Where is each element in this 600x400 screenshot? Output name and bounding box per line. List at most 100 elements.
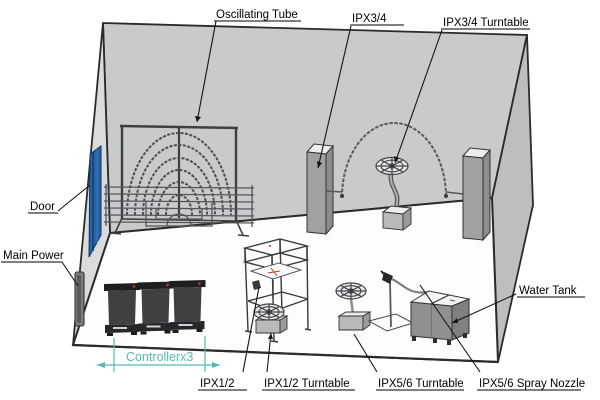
leader-arrow (268, 333, 273, 339)
controller-connector-row (113, 327, 127, 329)
controller-body (141, 288, 170, 324)
controller-body (173, 287, 202, 322)
nozzle-tip (380, 270, 387, 277)
leader-arrow (394, 156, 399, 163)
main-power-panel (74, 271, 85, 327)
dripbox-foot (270, 340, 279, 343)
turntable-base-side (362, 311, 371, 331)
dripbox-midrail (247, 291, 283, 302)
ipx34-pillar-left (305, 143, 335, 236)
label-ipx56-spray-nozzle: IPX5/6 Spray Nozzle (479, 378, 585, 390)
frame-foot-left (109, 232, 122, 235)
leader-ipx56-spray-nozzle (419, 284, 481, 373)
wheel-hub (348, 288, 354, 294)
ipx56-turntable (335, 282, 372, 331)
leader-ipx12 (242, 286, 260, 373)
controllers (104, 280, 206, 336)
turntable-base-front (382, 211, 404, 231)
label-oscillating-tube: Oscillating Tube (216, 9, 298, 21)
controller-body (108, 290, 136, 325)
label-main-power: Main Power (3, 250, 64, 262)
tube-arc (150, 169, 208, 216)
label-door: Door (30, 201, 55, 213)
leader-main-power (61, 261, 79, 287)
turntable-wheel (253, 303, 285, 321)
controller-foot (140, 331, 147, 335)
pillar-front (462, 155, 484, 241)
leader-arrow (452, 318, 458, 323)
dimension-arrow-right (212, 362, 220, 368)
controller-dimension-label: Controllerx3 (126, 350, 193, 364)
controller-indicator (198, 282, 201, 285)
tube-arc (142, 157, 216, 216)
turntable-base-front (338, 315, 364, 331)
door-panel (88, 145, 102, 258)
leader-water-tank (451, 293, 517, 324)
pipe-line (103, 200, 255, 203)
label-ipx12-turntable: IPX1/2 Turntable (264, 378, 350, 390)
arch-end-right (444, 194, 448, 198)
controller-unit (169, 280, 206, 333)
controller-top (104, 283, 140, 291)
pipe-line (103, 207, 255, 210)
controller-top (169, 280, 206, 288)
door-group (88, 145, 102, 258)
floor-front-edge (72, 343, 499, 364)
controller-foot (172, 330, 179, 333)
plate-mark (267, 270, 281, 274)
leader-arrow (195, 116, 201, 122)
pipe-manifold (103, 184, 255, 227)
leader-oscillating-tube (196, 20, 217, 123)
oscillating-tube-rack (103, 124, 255, 237)
leader-ipx34 (317, 25, 352, 169)
label-ipx34: IPX3/4 (352, 13, 387, 25)
controller-connector-row (178, 324, 193, 326)
ipx12-turntable (253, 303, 289, 334)
tank-caster (447, 340, 451, 345)
controller-foot (107, 333, 113, 336)
dripbox-sample-plate (249, 262, 303, 280)
tank-caster (433, 338, 437, 343)
dripbox-leg (244, 247, 249, 332)
controller-foot (164, 330, 171, 334)
nozzle-pole (389, 281, 392, 328)
arch-connector-right (445, 191, 464, 195)
leader-ipx34-turntable (394, 29, 443, 164)
labels: Oscillating Tube IPX3/4 IPX3/4 Turntable… (1, 9, 585, 391)
tank-lid-handle (449, 299, 456, 302)
wheel-hub (266, 309, 272, 315)
tank-caster (412, 336, 416, 341)
label-ipx12: IPX1/2 (200, 378, 235, 390)
label-water-tank: Water Tank (519, 285, 577, 297)
leader-ipx56-turntable (353, 333, 378, 373)
turntable-base-side (402, 207, 412, 231)
pipe-line (103, 186, 255, 189)
ipx12-dripbox (242, 238, 312, 343)
controller-connector-row (146, 325, 161, 328)
pipe-ubend (145, 201, 213, 227)
controller-foot (196, 329, 203, 332)
turntable-wheel (335, 282, 367, 300)
leader-arrow (317, 161, 322, 168)
controller-indicator (166, 283, 169, 287)
leader-lines (57, 20, 517, 373)
water-tank (409, 290, 471, 345)
ipx34-spray-arch (341, 122, 447, 198)
dimension-arrow-left (97, 362, 105, 368)
leader-door (57, 184, 91, 212)
pipe-line (103, 214, 255, 217)
label-ipx56-turntable: IPX5/6 Turntable (378, 378, 464, 390)
pillar-side (482, 148, 491, 242)
frame-foot-right (237, 234, 250, 237)
turntable-base-side (279, 315, 288, 334)
arch-end-left (340, 194, 344, 198)
ipx34-station (305, 122, 492, 242)
controller-unit (137, 281, 174, 335)
controller-top (137, 281, 174, 290)
controller-foot (131, 332, 137, 335)
pipe-line (103, 221, 255, 224)
turntable-base-front (255, 319, 281, 334)
arch-connector-left (325, 190, 343, 193)
leader-ipx12-turntable (266, 332, 272, 373)
